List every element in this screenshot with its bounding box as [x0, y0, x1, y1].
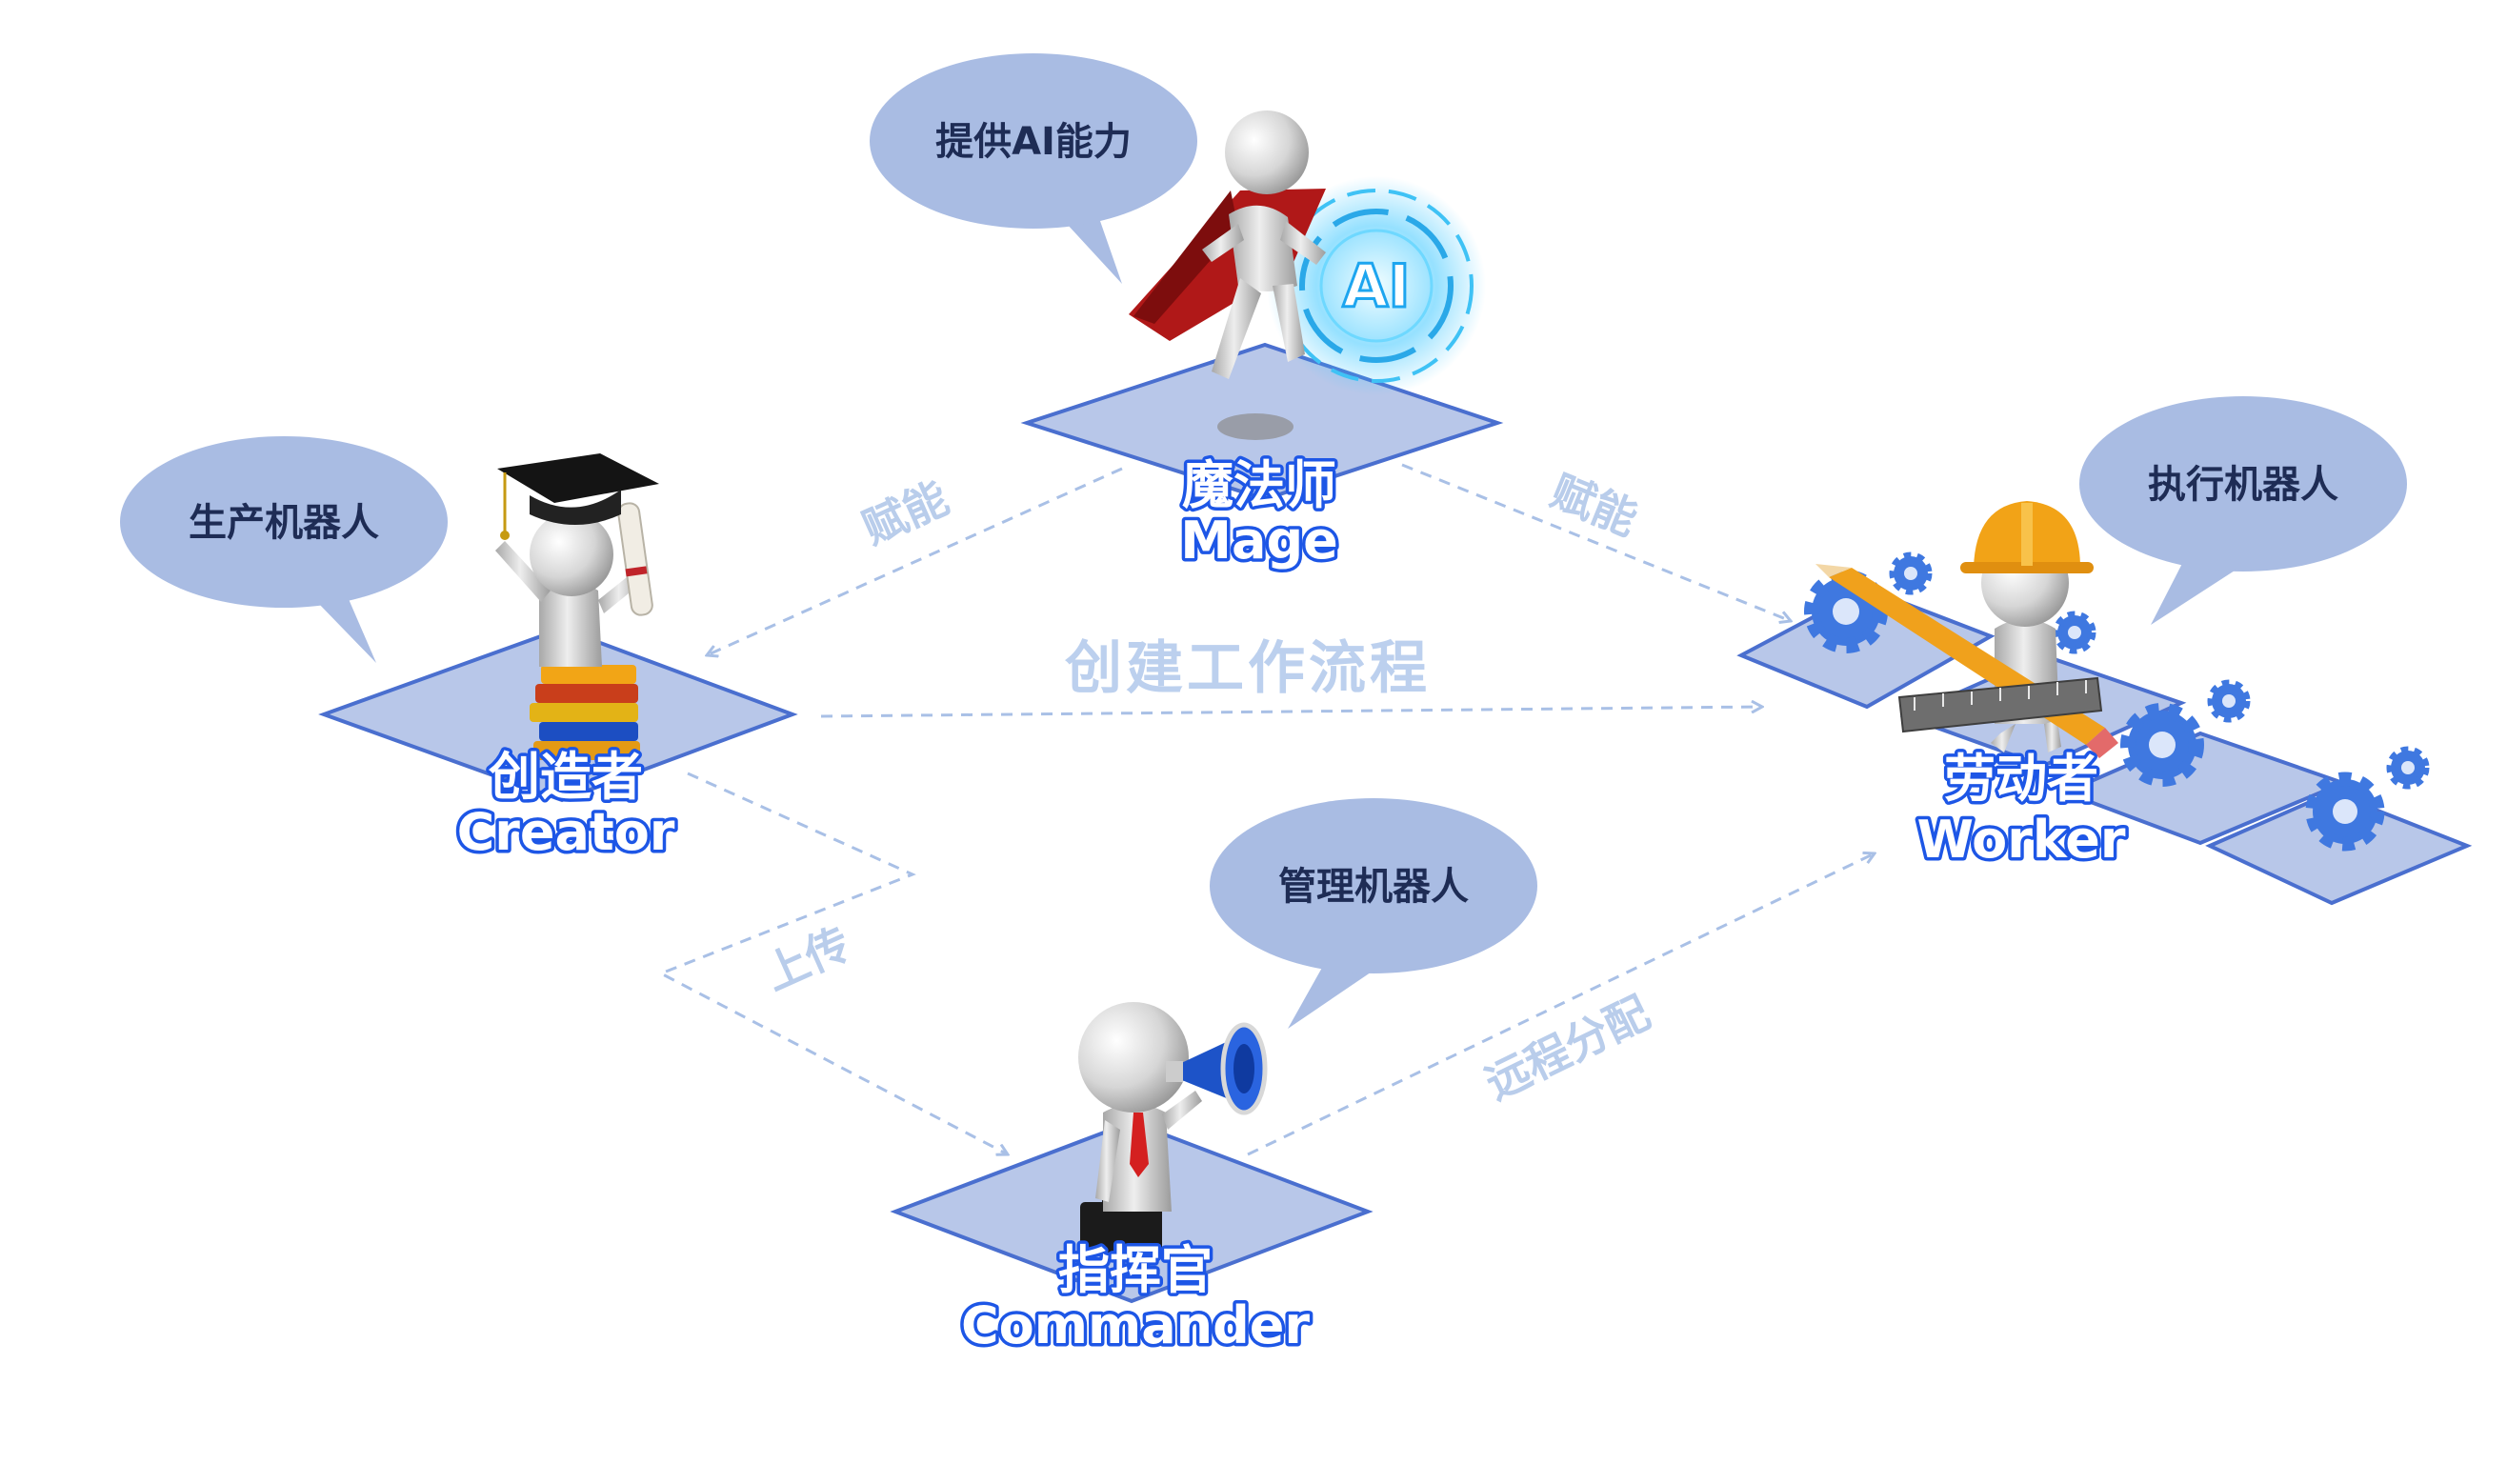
- role-label-creator: 创造者 Creator: [453, 744, 678, 866]
- arrow-label-commander-to-worker: 远程分配: [1477, 987, 1657, 1110]
- creator-figure: [495, 453, 659, 760]
- ai-hologram-icon: AI: [1267, 176, 1486, 395]
- arrow-label-mage-to-worker: 赋能: [1544, 465, 1645, 546]
- gear-icon-5: [2207, 679, 2251, 723]
- book-stack-icon: [530, 665, 640, 760]
- arrow-mage-to-worker: 赋能: [1401, 463, 1791, 621]
- bubble-commander: 管理机器人: [1210, 798, 1537, 1029]
- role-label-commander: 指挥官 Commander: [957, 1237, 1313, 1359]
- ai-badge-text: AI: [1342, 251, 1410, 321]
- ruler-icon: [1897, 676, 2103, 733]
- graduation-cap-icon: [497, 453, 659, 540]
- bubble-worker: 执行机器人: [2079, 396, 2407, 625]
- role-creator-en: Creator: [457, 802, 675, 862]
- bubble-creator-text: 生产机器人: [189, 501, 379, 545]
- bubble-worker-text: 执行机器人: [2148, 463, 2338, 507]
- megaphone-icon: [1166, 1022, 1268, 1115]
- arrow-creator-to-commander: 上传: [657, 772, 1008, 1154]
- gear-icon-2: [1889, 551, 1933, 595]
- role-mage-cn: 魔法师: [1182, 455, 1336, 515]
- worker-figure: [1815, 501, 2118, 758]
- arrow-creator-to-worker: 创建工作流程: [820, 635, 1762, 718]
- role-worker-cn: 劳动者: [1944, 749, 2098, 809]
- role-commander-cn: 指挥官: [1058, 1240, 1213, 1300]
- diploma-icon: [617, 502, 653, 616]
- commander-figure: [1078, 1002, 1268, 1255]
- arrow-label-mage-to-creator: 赋能: [855, 471, 956, 554]
- role-commander-en: Commander: [961, 1295, 1310, 1355]
- hard-hat-icon: [1960, 501, 2094, 573]
- gear-icon-7: [2386, 746, 2430, 790]
- role-label-worker: 劳动者 Worker: [1914, 746, 2129, 873]
- role-creator-cn: 创造者: [489, 747, 643, 807]
- gear-icon-6: [2305, 772, 2385, 852]
- gear-icon-4: [2120, 703, 2204, 787]
- mage-figure: AI: [1129, 110, 1486, 440]
- role-worker-en: Worker: [1916, 810, 2125, 870]
- bubble-mage: 提供AI能力: [870, 53, 1197, 284]
- gear-icon-3: [2053, 611, 2096, 654]
- arrow-mage-to-creator: 赋能: [707, 467, 1123, 655]
- role-mage-en: Mage: [1180, 511, 1337, 571]
- arrow-label-creator-to-commander: 上传: [757, 917, 858, 1000]
- arrow-label-creator-to-worker: 创建工作流程: [1065, 635, 1431, 702]
- role-label-mage: 魔法师 Mage: [1177, 452, 1341, 574]
- bubble-mage-text: 提供AI能力: [935, 120, 1132, 164]
- bubble-creator: 生产机器人: [120, 436, 448, 663]
- bubble-commander-text: 管理机器人: [1278, 865, 1469, 909]
